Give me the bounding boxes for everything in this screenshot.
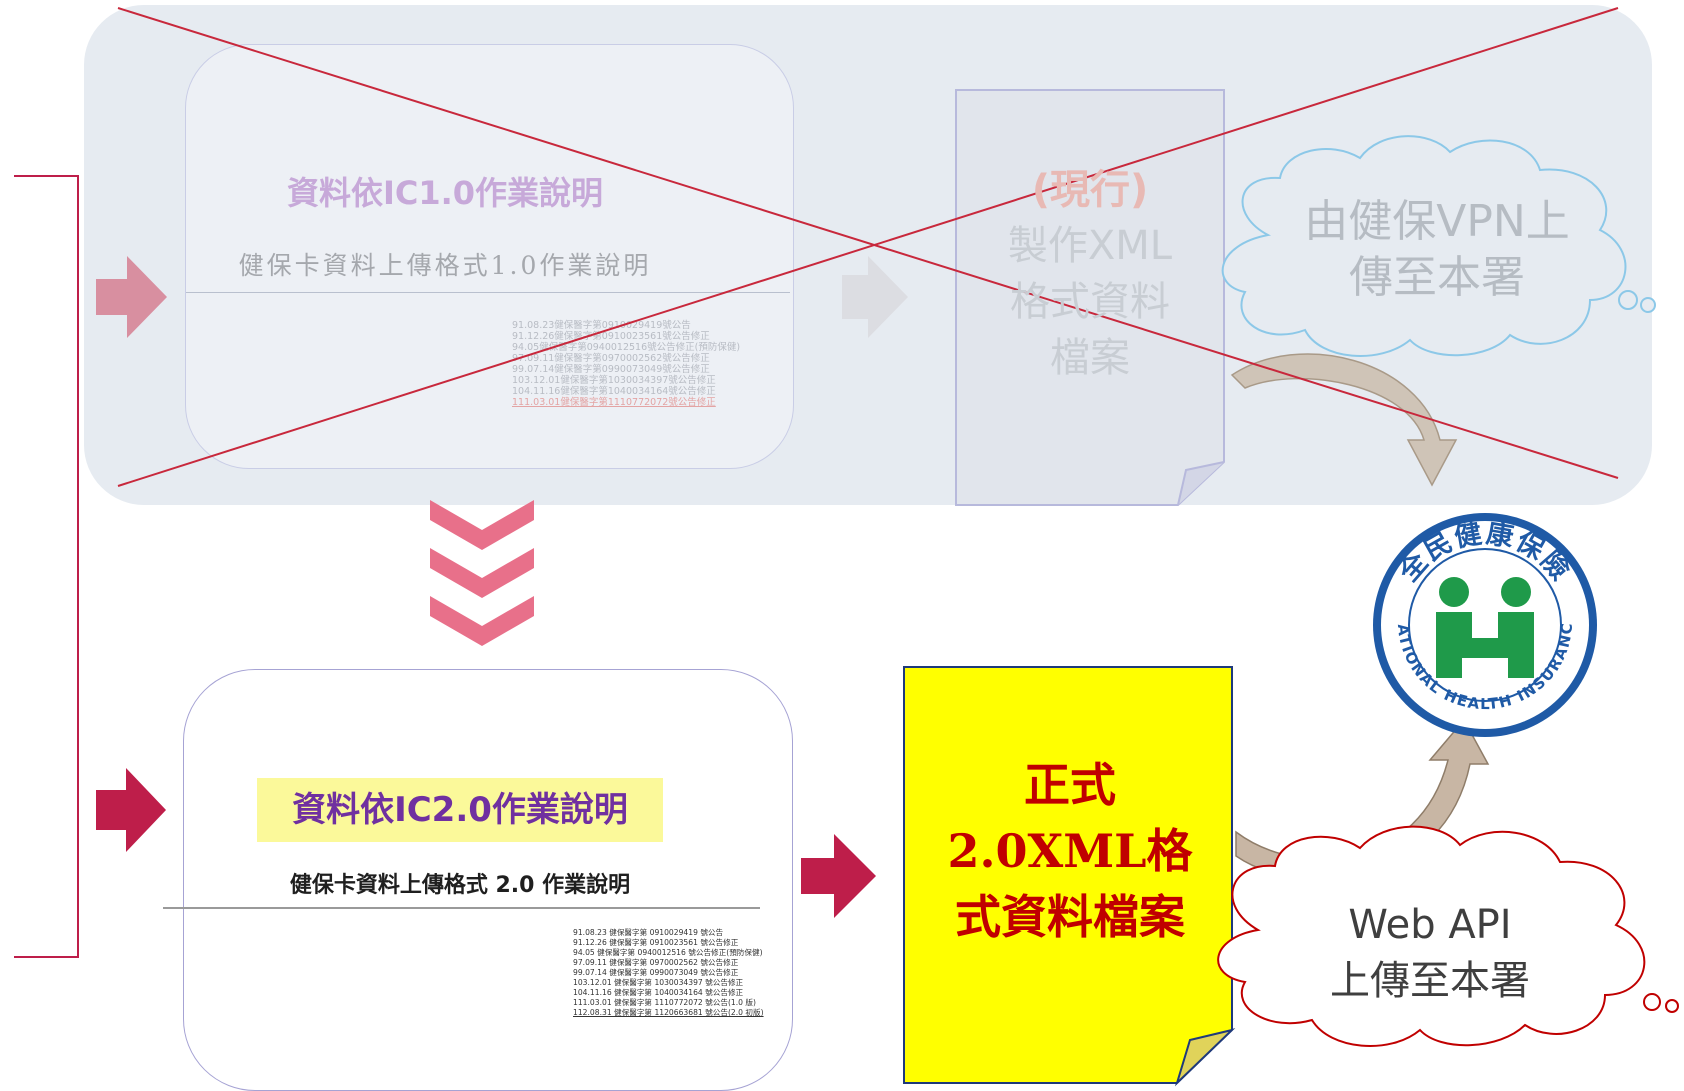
- new-cloud-line: Web API: [1348, 902, 1512, 948]
- old-file-tag: (現行): [1031, 167, 1149, 213]
- revision-item: 99.07.14健保醫字第0990073049號公告修正: [512, 364, 710, 375]
- new-file-label-line: 正式: [1024, 758, 1116, 812]
- revision-item: 94.05 健保醫字第 0940012516 號公告修正(預防保健): [573, 948, 763, 957]
- new-doc-title: 資料依IC2.0作業說明: [257, 778, 663, 842]
- old-revision-list: 91.08.23健保醫字第0910029419號公告 91.12.26健保醫字第…: [512, 320, 740, 408]
- revision-item: 112.08.31 健保醫字第 1120663681 號公告(2.0 初版): [573, 1008, 764, 1017]
- old-doc-subtitle: 健保卡資料上傳格式1.0作業說明: [238, 251, 652, 280]
- revision-item: 111.03.01 健保醫字第 1110772072 號公告(1.0 版): [573, 998, 756, 1007]
- revision-item: 91.12.26 健保醫字第 0910023561 號公告修正: [573, 938, 739, 947]
- cross-out-icon: [117, 7, 1619, 479]
- old-file-label-line: 製作XML: [1007, 223, 1173, 269]
- cloud-icon: [1217, 825, 1679, 1047]
- revision-item: 97.09.11健保醫字第0970002562號公告修正: [512, 353, 710, 364]
- arrow-right-icon: [96, 768, 166, 852]
- chevron-down-icon: [430, 500, 534, 646]
- revision-item: 111.03.01健保醫字第1110772072號公告修正: [512, 397, 716, 408]
- nhi-logo-icon: 全民健康保險 NATIONAL HEALTH INSURANCE: [1370, 510, 1597, 737]
- revision-item: 91.08.23健保醫字第0910029419號公告: [512, 320, 691, 331]
- revision-item: 104.11.16 健保醫字第 1040034164 號公告修正: [573, 988, 744, 997]
- new-doc-subtitle: 健保卡資料上傳格式 2.0 作業說明: [289, 873, 631, 898]
- old-file-label-line: 檔案: [1050, 335, 1130, 381]
- revision-item: 91.08.23 健保醫字第 0910029419 號公告: [573, 928, 724, 937]
- revision-item: 91.12.26健保醫字第0910023561號公告修正: [512, 331, 710, 342]
- new-revision-list: 91.08.23 健保醫字第 0910029419 號公告 91.12.26 健…: [573, 928, 764, 1018]
- arrow-right-icon: [801, 834, 876, 918]
- old-file-label: (現行) 製作XML 格式資料 檔案: [955, 162, 1225, 386]
- old-doc-card: [185, 44, 794, 469]
- old-cloud-icon: [1221, 135, 1656, 357]
- left-bracket-icon: [14, 175, 79, 958]
- new-file-label-line: 式資料檔案: [955, 890, 1185, 944]
- new-doc-divider: [163, 907, 760, 909]
- old-doc-divider: [186, 292, 790, 293]
- new-cloud-line: 上傳至本署: [1330, 958, 1530, 1004]
- revision-item: 99.07.14 健保醫字第 0990073049 號公告修正: [573, 968, 739, 977]
- revision-item: 103.12.01健保醫字第1030034397號公告修正: [512, 375, 716, 386]
- revision-item: 104.11.16健保醫字第1040034164號公告修正: [512, 386, 716, 397]
- cross-out-icon: [117, 7, 1619, 487]
- old-curved-arrow-icon: [1230, 353, 1458, 487]
- old-arrow-right-icon: [842, 256, 908, 338]
- old-doc-title: 資料依IC1.0作業說明: [286, 174, 604, 212]
- revision-item: 94.05健保醫字第0940012516號公告修正(預防保健): [512, 342, 741, 353]
- new-cloud-text: Web API 上傳至本署: [1300, 897, 1560, 1009]
- old-cloud-line: 傳至本署: [1349, 252, 1525, 303]
- old-file-label-line: 格式資料: [1010, 279, 1170, 325]
- old-arrow-right-icon: [96, 256, 167, 338]
- logo-figures-icon: [1436, 577, 1534, 678]
- new-doc-card: [183, 669, 793, 1091]
- revision-item: 103.12.01 健保醫字第 1030034397 號公告修正: [573, 978, 744, 987]
- old-file-fold-icon: [1177, 461, 1225, 506]
- old-cloud-line: 由健保VPN上: [1304, 196, 1570, 247]
- revision-item: 97.09.11 健保醫字第 0970002562 號公告修正: [573, 958, 739, 967]
- new-file-fold-icon: [1174, 1028, 1236, 1087]
- old-cloud-text: 由健保VPN上 傳至本署: [1282, 194, 1592, 306]
- new-file-label: 正式 2.0XML格 式資料檔案: [905, 752, 1235, 950]
- new-file-label-line: 2.0XML格: [947, 824, 1193, 878]
